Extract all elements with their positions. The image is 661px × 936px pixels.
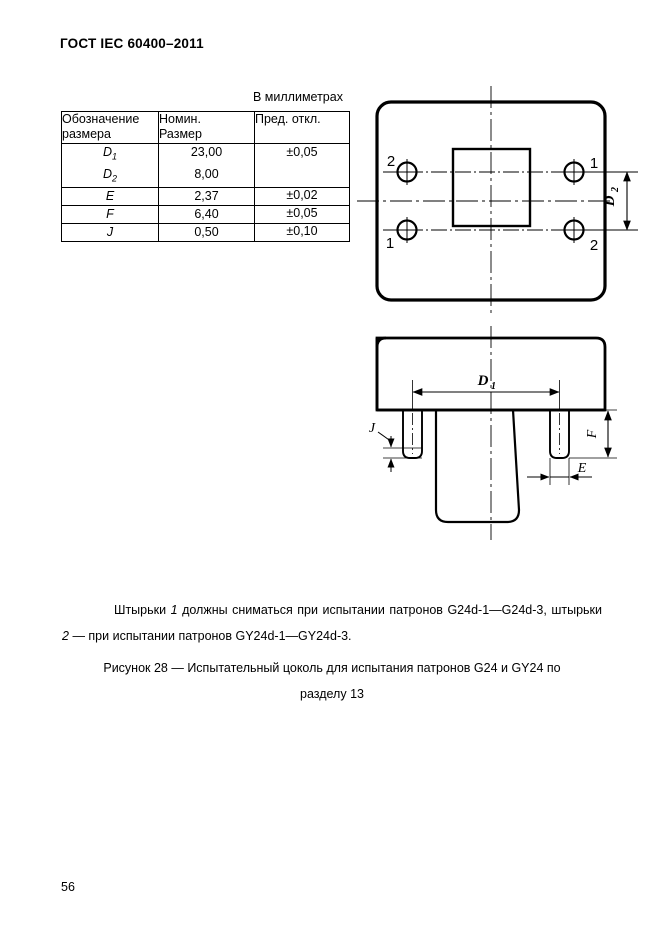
table-header-tolerance: Пред. откл. [254, 111, 350, 144]
pin-label-bottom-left: 1 [386, 235, 394, 252]
pin-label-bottom-right: 2 [590, 237, 598, 254]
paragraph-text-1b: должны сниматься при испытании патронов … [182, 603, 547, 617]
symbol-letter: D [102, 145, 112, 159]
page-number: 56 [61, 880, 75, 894]
symbol-letter: J [106, 225, 114, 239]
table-row: D1 23,00 ±0,05 [61, 143, 350, 188]
d2-label-letter: D [602, 195, 618, 207]
top-view: 2 1 1 2 D 2 [357, 86, 638, 316]
symbol-subscript: 2 [112, 173, 118, 183]
body-paragraph: Штырьки 1 должны сниматься при испытании… [62, 597, 602, 649]
symbol-letter: D [102, 166, 112, 181]
row-symbol: F [61, 205, 159, 224]
paragraph-text-1: Штырьки [114, 603, 167, 617]
side-view-stem [434, 409, 521, 524]
symbol-letter: F [106, 207, 114, 221]
side-view-corner-left [375, 336, 387, 348]
j-leader-line [377, 431, 393, 443]
j-dimension-label: J [369, 421, 376, 436]
table-row: D2 8,00 [61, 165, 350, 188]
side-view: D 1 F E J [369, 326, 617, 540]
row-tolerance: ±0,05 [254, 205, 350, 224]
header-line-1: Номин. [159, 112, 201, 126]
row-tolerance: ±0,02 [254, 187, 350, 206]
row-nominal: 0,50 [158, 223, 255, 242]
paragraph-text-2: штырьки [551, 603, 602, 617]
figure-caption-line-2: разделу 13 [300, 687, 364, 701]
row-tolerance: ±0,05 [254, 143, 350, 188]
table-header-designation: Обозначение размера [61, 111, 159, 144]
technical-drawing: 2 1 1 2 D 2 D [355, 80, 655, 590]
pin-bottom-left [393, 217, 421, 243]
top-view-inner-rect [451, 147, 532, 228]
header-line-2: Размер [159, 127, 202, 141]
pin-reference-1: 1 [170, 603, 178, 617]
side-pin-right [549, 410, 570, 459]
header-line-1: Обозначение [62, 112, 140, 126]
row-nominal: 6,40 [158, 205, 255, 224]
pin-bottom-right [560, 217, 588, 243]
pin-top-left [393, 159, 421, 185]
row-symbol: J [61, 223, 159, 242]
d2-label-subscript: 2 [610, 187, 621, 193]
pin-label-top-right: 1 [590, 155, 598, 172]
symbol-subscript: 1 [112, 151, 118, 162]
d1-dimension-label: D 1 [477, 373, 496, 392]
figure-caption-line-1: Рисунок 28 — Испытательный цоколь для ис… [103, 661, 561, 675]
row-symbol: E [61, 187, 159, 206]
paragraph-text-2b: — при испытании патронов GY24d-1—GY24d-3… [72, 629, 352, 643]
pin-reference-2: 2 [62, 629, 69, 643]
row-nominal: 8,00 [158, 165, 255, 188]
document-standard-header: ГОСТ IEC 60400–2011 [60, 36, 204, 51]
dimension-table-container: Обозначение размера Номин. Размер Пред. … [61, 111, 350, 242]
table-row: F 6,40 ±0,05 [61, 205, 350, 224]
symbol-letter: E [105, 189, 115, 203]
f-dimension-label: F [585, 429, 600, 439]
row-symbol: D2 [61, 165, 159, 188]
figure-caption: Рисунок 28 — Испытательный цоколь для ис… [62, 655, 602, 707]
d2-dimension-label: D 2 [602, 187, 621, 207]
dimension-table: Обозначение размера Номин. Размер Пред. … [61, 111, 350, 242]
table-header-row: Обозначение размера Номин. Размер Пред. … [61, 111, 350, 144]
table-header-nominal: Номин. Размер [158, 111, 255, 144]
pin-label-top-left: 2 [387, 153, 395, 170]
header-line-1: Пред. откл. [255, 112, 321, 126]
row-symbol: D1 [61, 143, 159, 166]
row-nominal: 2,37 [158, 187, 255, 206]
pin-top-right [560, 159, 588, 185]
d1-label-letter: D [477, 373, 489, 389]
side-view-body [375, 336, 607, 412]
e-dimension-label: E [577, 461, 587, 476]
row-nominal: 23,00 [158, 143, 255, 166]
table-row: J 0,50 ±0,10 [61, 223, 350, 242]
units-note: В миллиметрах [253, 90, 343, 104]
f-label-letter: F [585, 429, 600, 439]
d1-label-subscript: 1 [491, 381, 496, 392]
table-row: E 2,37 ±0,02 [61, 187, 350, 206]
row-tolerance: ±0,10 [254, 223, 350, 242]
header-line-2: размера [62, 127, 111, 141]
drawing-svg: 2 1 1 2 D 2 D [357, 86, 638, 540]
